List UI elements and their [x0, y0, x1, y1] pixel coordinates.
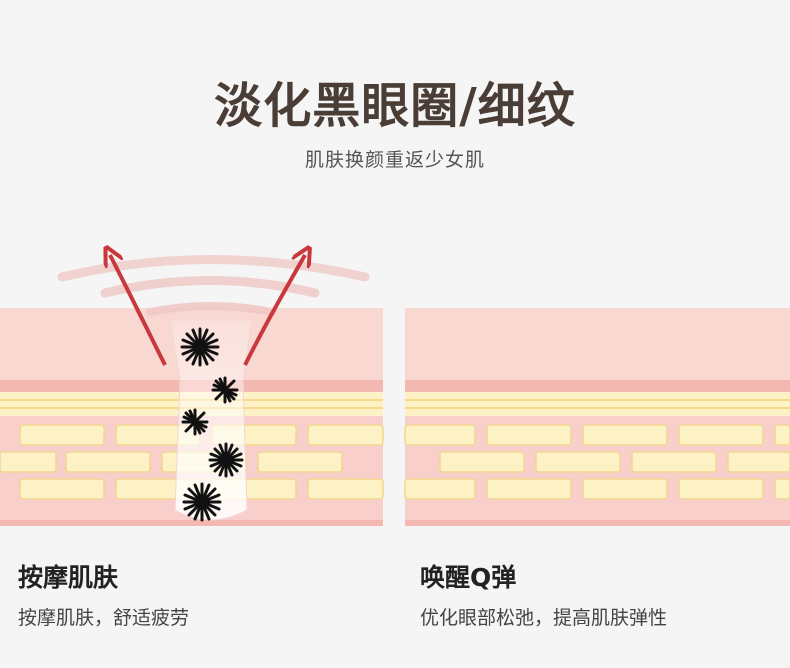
sparkle-icon: [180, 327, 220, 367]
arrow-left-icon: [110, 255, 167, 366]
sparkle-icon: [211, 376, 239, 404]
sparkle-icon: [208, 442, 244, 478]
panel-left-description: 按摩肌肤，舒适疲劳: [18, 607, 190, 629]
arrow-right-icon: [243, 255, 305, 366]
page-title: 淡化黑眼圈/细纹: [214, 78, 576, 134]
page-subtitle: 肌肤换颜重返少女肌: [304, 149, 485, 171]
massage-waves: [57, 255, 370, 316]
sparkle-icon: [181, 408, 209, 436]
sparkle-icon: [182, 482, 222, 522]
skin-illustration: [0, 230, 790, 526]
sparkle-icons: [180, 327, 244, 522]
skin-block-right: [404, 308, 790, 526]
panel-right-heading: 唤醒Q弹: [420, 563, 517, 592]
panel-left-heading: 按摩肌肤: [18, 563, 119, 592]
panel-right-description: 优化眼部松弛，提高肌肤弹性: [420, 607, 668, 629]
